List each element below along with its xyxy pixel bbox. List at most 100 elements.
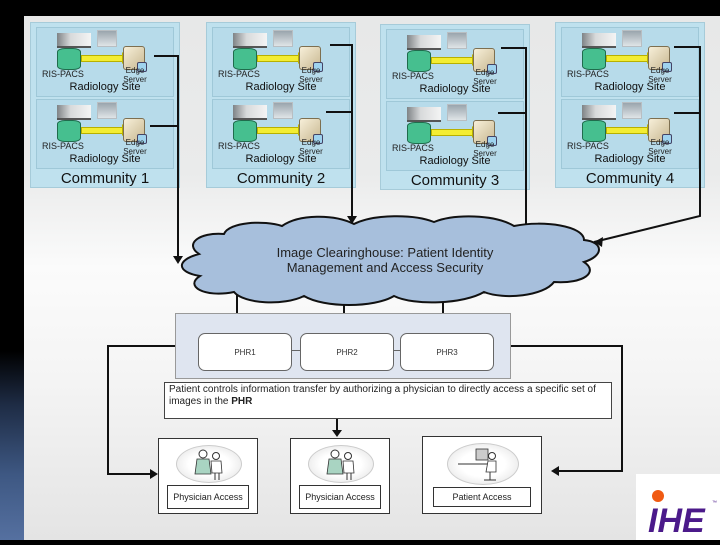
arrow-c2: [347, 216, 357, 224]
edge-label-line1: Edge: [475, 68, 495, 77]
edge-label-line1: Edge: [301, 138, 321, 147]
scanner-icon: [407, 107, 441, 122]
patient-control-note: Patient controls information transfer by…: [164, 382, 612, 419]
ris-pacs-label: RIS-PACS: [567, 69, 609, 79]
ris-pacs-label: RIS-PACS: [218, 141, 260, 151]
edge-label-line2: Server: [473, 149, 497, 158]
ris-pacs-label: RIS-PACS: [218, 69, 260, 79]
ihe-logo: IHE ™: [636, 474, 720, 540]
community-label: Community 4: [585, 170, 675, 187]
xray-image-icon: [97, 30, 117, 47]
database-icon: [57, 120, 81, 142]
physician-icon: [308, 445, 374, 483]
scanner-icon: [233, 105, 267, 120]
ris-pacs-label: RIS-PACS: [567, 141, 609, 151]
scanner-icon: [233, 33, 267, 48]
radiology-site-label: Radiology Site: [419, 155, 491, 167]
physician-access-label-2: Physician Access: [299, 485, 381, 509]
radiology-site-label: Radiology Site: [594, 153, 666, 165]
phr1-box[interactable]: PHR1: [198, 333, 292, 371]
community-label: Community 1: [60, 170, 150, 187]
patient-computer-icon: [447, 443, 519, 485]
physician-icon: [176, 445, 242, 483]
clearinghouse-line2: Management and Access Security: [286, 260, 484, 275]
xray-image-icon: [447, 32, 467, 49]
server-icon: [473, 48, 497, 74]
radiology-site-label: Radiology Site: [69, 81, 141, 93]
connector-c4: [593, 46, 701, 243]
radiology-site-label: Radiology Site: [245, 153, 317, 165]
connector-c2: [330, 44, 353, 216]
note-text: Patient controls information transfer by…: [169, 384, 596, 407]
server-icon: [299, 118, 323, 144]
server-icon: [123, 118, 147, 144]
xray-image-icon: [447, 104, 467, 121]
edge-label-line1: Edge: [125, 66, 145, 75]
server-icon: [648, 118, 672, 144]
logo-dot: [652, 490, 664, 502]
edge-label-line2: Server: [648, 75, 672, 84]
arrow-c4: [594, 237, 603, 247]
phr-link-1-2: [291, 350, 301, 351]
physician-access-box-2[interactable]: Physician Access: [290, 438, 390, 514]
connector-right-loop: [509, 345, 623, 472]
database-icon: [407, 122, 431, 144]
clearinghouse-label: Image Clearinghouse: Patient Identity Ma…: [220, 245, 550, 275]
xray-image-icon: [97, 102, 117, 119]
ris-pacs-label: RIS-PACS: [42, 141, 84, 151]
scanner-icon: [582, 33, 616, 48]
connector-c3: [501, 47, 527, 232]
clearinghouse-cloud: [180, 215, 600, 306]
edge-label-line1: Edge: [301, 66, 321, 75]
arrow-physician2: [332, 430, 342, 437]
connector-left-loop: [107, 345, 175, 475]
phr-link-2-3: [392, 350, 402, 351]
edge-label-line2: Server: [473, 77, 497, 86]
xray-image-icon: [622, 30, 642, 47]
radiology-site-label: Radiology Site: [594, 81, 666, 93]
database-icon: [233, 48, 257, 70]
phr3-box[interactable]: PHR3: [400, 333, 494, 371]
slide-side-band: [0, 0, 24, 540]
note-text-bold: PHR: [231, 396, 253, 407]
logo-text: IHE: [648, 502, 706, 540]
physician-access-box-1[interactable]: Physician Access: [158, 438, 258, 514]
edge-label-line2: Server: [299, 75, 323, 84]
connectors: [107, 44, 701, 479]
server-icon: [648, 46, 672, 72]
edge-label-line1: Edge: [650, 138, 670, 147]
edge-label-line2: Server: [648, 147, 672, 156]
edge-label-line2: Server: [123, 75, 147, 84]
clearinghouse-line1: Image Clearinghouse: Patient Identity: [276, 245, 494, 260]
edge-label-line1: Edge: [650, 66, 670, 75]
radiology-site-label: Radiology Site: [419, 83, 491, 95]
phr2-box[interactable]: PHR2: [300, 333, 394, 371]
phr-panel: PHR1 PHR2 PHR3: [175, 313, 511, 379]
edge-label-line1: Edge: [475, 140, 495, 149]
edge-label-line2: Server: [123, 147, 147, 156]
database-icon: [582, 120, 606, 142]
xray-image-icon: [273, 30, 293, 47]
patient-access-box[interactable]: Patient Access: [422, 436, 542, 514]
logo-trademark: ™: [712, 500, 717, 506]
scanner-icon: [57, 33, 91, 48]
radiology-site-label: Radiology Site: [69, 153, 141, 165]
arrow-patient: [551, 466, 559, 476]
xray-image-icon: [622, 102, 642, 119]
server-icon: [123, 46, 147, 72]
